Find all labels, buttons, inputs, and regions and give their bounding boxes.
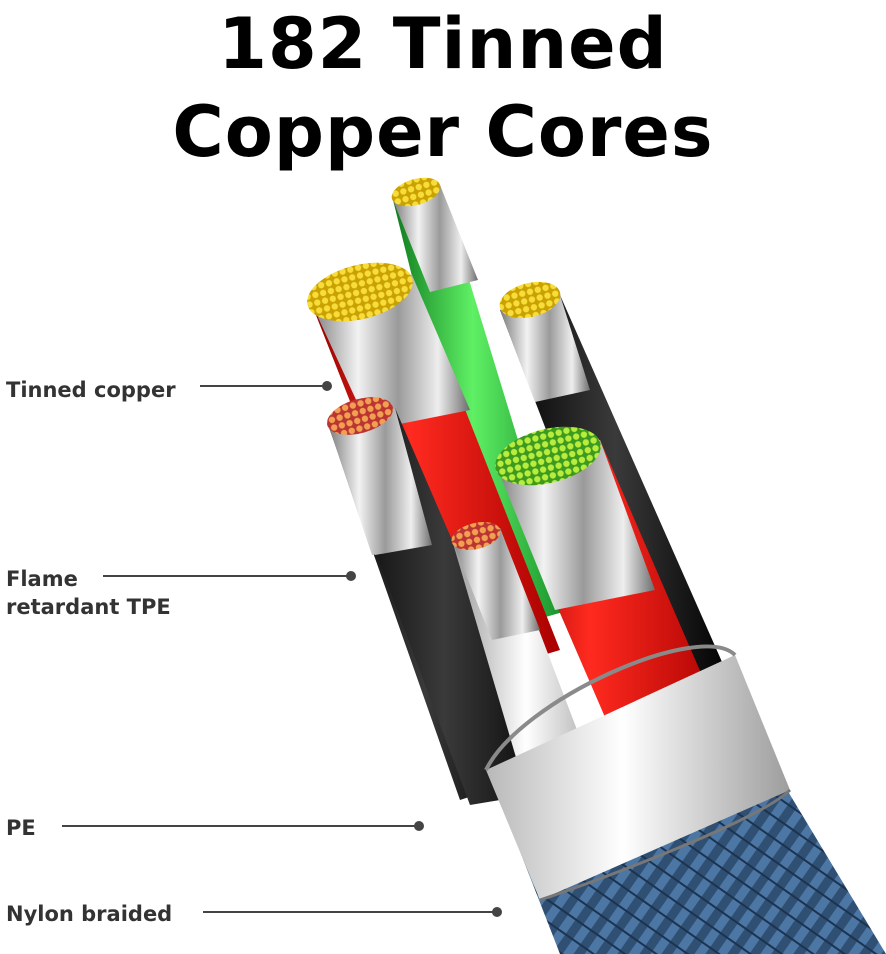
label-nylon-braided: Nylon braided [6, 902, 173, 926]
label-flame: Flame [6, 567, 78, 591]
leader-line-tpe [103, 575, 348, 577]
leader-dot-tpe [346, 571, 356, 581]
leader-dot-pe [414, 821, 424, 831]
leader-line-nylon [203, 911, 495, 913]
title-line-1: 182 Tinned [218, 3, 668, 85]
title-line-2: Copper Cores [172, 91, 714, 173]
label-pe: PE [6, 816, 36, 840]
leader-line-tinned-copper [200, 385, 325, 387]
leader-dot-tinned-copper [322, 381, 332, 391]
label-tinned-copper: Tinned copper [6, 378, 176, 402]
label-retardant-tpe: retardant TPE [6, 595, 171, 619]
leader-line-pe [62, 825, 417, 827]
pe-sleeve [484, 644, 792, 902]
leader-dot-nylon [492, 907, 502, 917]
